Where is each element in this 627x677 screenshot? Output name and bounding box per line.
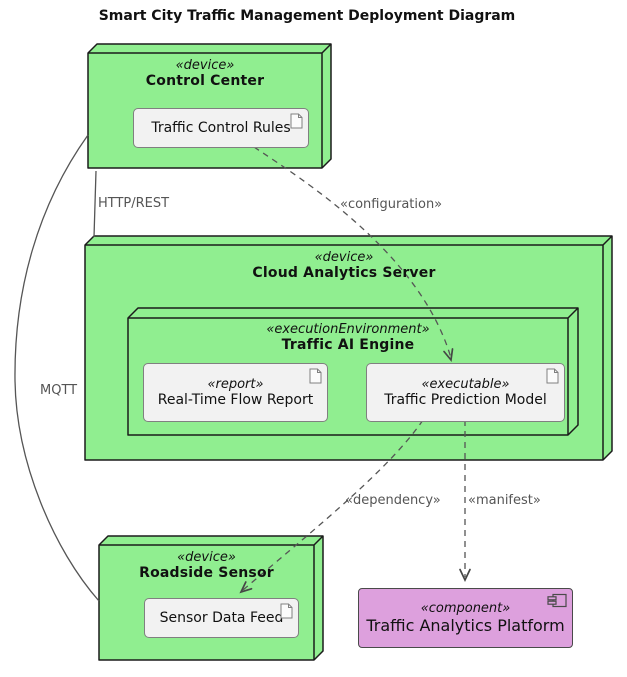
component-traffic-analytics-platform: «component» Traffic Analytics Platform	[358, 588, 573, 648]
roadside-sensor-label: «device» Roadside Sensor	[99, 550, 314, 582]
cloud-analytics-server-label: «device» Cloud Analytics Server	[85, 250, 603, 282]
edge-dependency	[242, 419, 424, 591]
control-center-label: «device» Control Center	[88, 58, 322, 90]
manifest-arrowhead	[459, 568, 471, 582]
file-icon	[290, 113, 303, 129]
artifact-real-time-flow-report: «report» Real-Time Flow Report	[143, 363, 328, 422]
real-time-flow-report-name: Real-Time Flow Report	[157, 392, 314, 408]
edge-http-rest	[93, 170, 97, 238]
file-icon	[309, 368, 322, 384]
cloud-analytics-server-name: Cloud Analytics Server	[252, 265, 436, 282]
diagram-title: Smart City Traffic Management Deployment…	[98, 8, 516, 24]
edge-configuration	[253, 146, 452, 359]
roadside-sensor-name: Roadside Sensor	[139, 565, 274, 582]
dependency-arrowhead	[239, 581, 253, 594]
real-time-flow-report-stereotype: «report»	[207, 377, 264, 392]
artifact-traffic-prediction-model: «executable» Traffic Prediction Model	[366, 363, 565, 422]
edge-label-configuration: «configuration»	[340, 197, 443, 212]
edge-label-dependency: «dependency»	[345, 493, 441, 508]
traffic-analytics-platform-stereotype: «component»	[420, 601, 511, 616]
edge-label-mqtt: MQTT	[40, 383, 78, 398]
traffic-control-rules-name: Traffic Control Rules	[151, 120, 291, 136]
traffic-ai-engine-name: Traffic AI Engine	[281, 337, 415, 354]
artifact-traffic-control-rules: Traffic Control Rules	[133, 108, 309, 148]
edge-label-http-rest: HTTP/REST	[98, 196, 170, 211]
control-center-name: Control Center	[145, 73, 265, 90]
file-icon	[280, 603, 293, 619]
file-icon	[546, 368, 559, 384]
edge-mqtt	[14, 134, 100, 602]
cloud-analytics-server-stereotype: «device»	[314, 250, 374, 265]
traffic-ai-engine-stereotype: «executionEnvironment»	[266, 322, 430, 337]
roadside-sensor-stereotype: «device»	[177, 550, 236, 565]
component-icon	[547, 593, 567, 608]
edge-label-manifest: «manifest»	[468, 493, 541, 508]
sensor-data-feed-name: Sensor Data Feed	[159, 610, 284, 626]
configuration-arrowhead	[443, 348, 454, 363]
artifact-sensor-data-feed: Sensor Data Feed	[144, 598, 299, 638]
traffic-ai-engine-label: «executionEnvironment» Traffic AI Engine	[128, 322, 568, 354]
traffic-prediction-model-name: Traffic Prediction Model	[384, 392, 547, 408]
traffic-prediction-model-stereotype: «executable»	[421, 377, 510, 392]
control-center-stereotype: «device»	[175, 58, 235, 73]
traffic-analytics-platform-name: Traffic Analytics Platform	[366, 616, 565, 635]
